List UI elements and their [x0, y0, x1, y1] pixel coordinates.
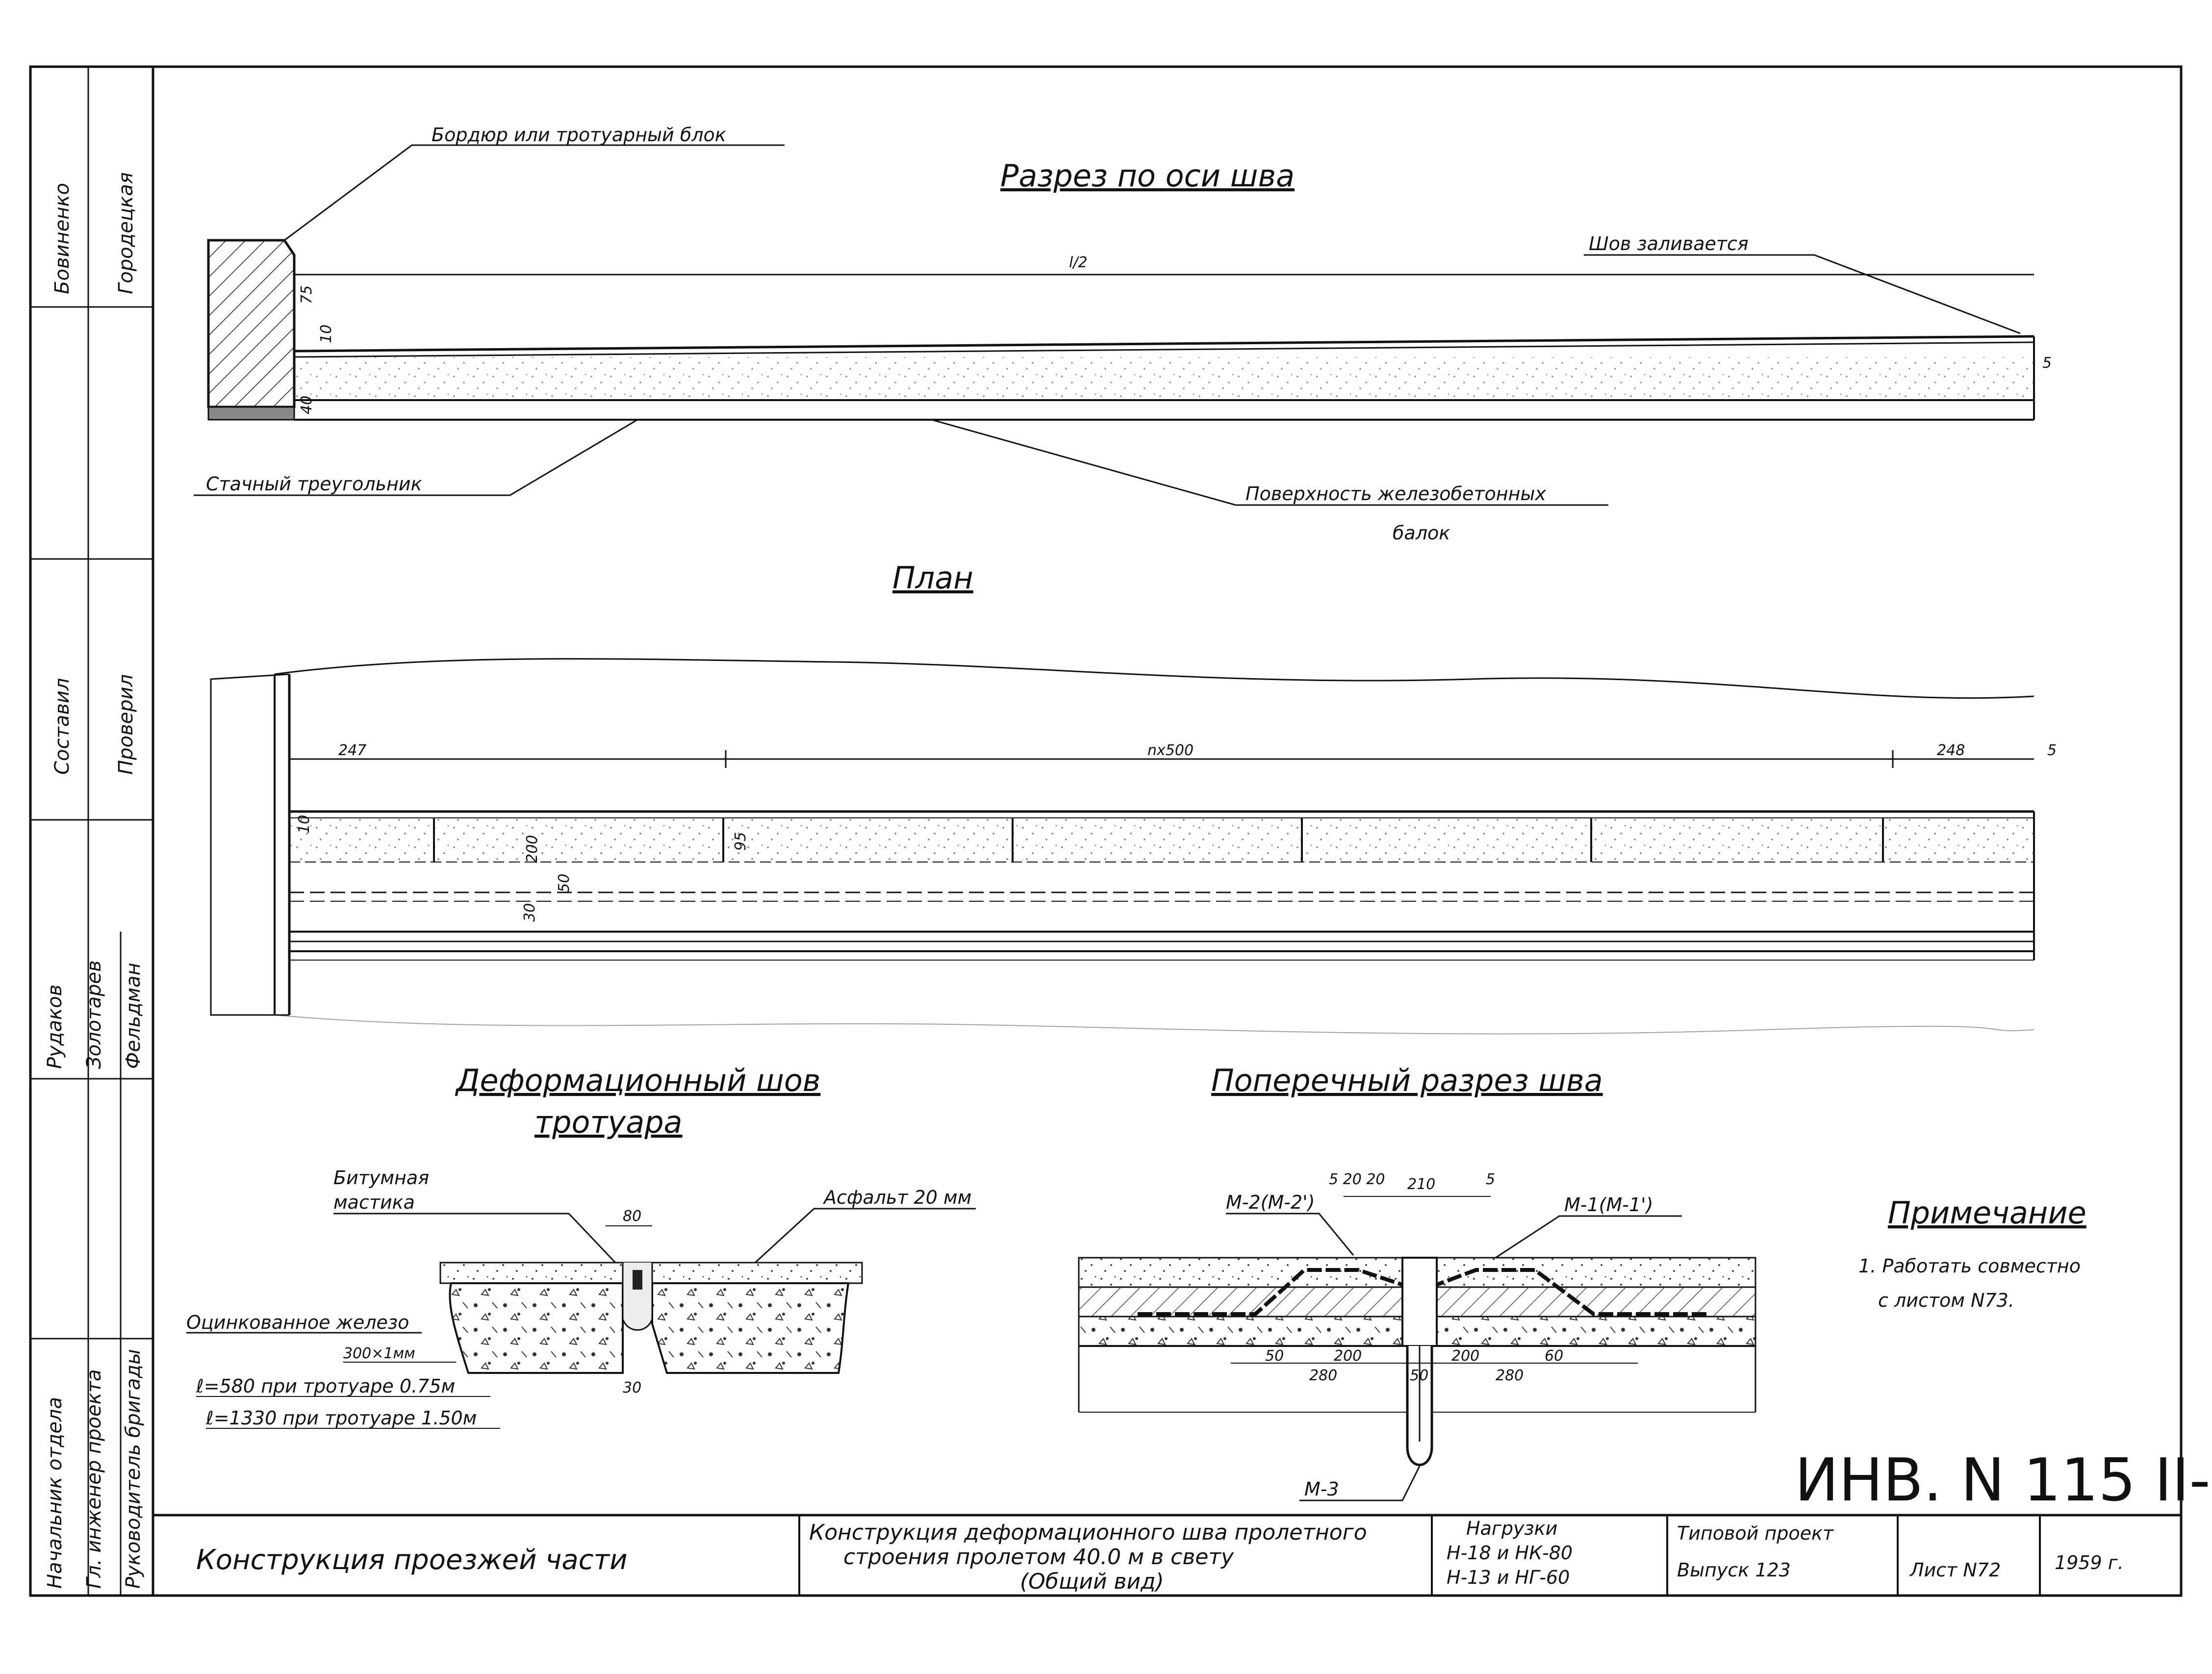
razrez-dim-40: 40	[298, 396, 315, 414]
note-title: Примечание	[1888, 1195, 2086, 1231]
stamp-loads-2: Н-18 и НК-80	[1447, 1542, 1573, 1564]
label-bitum-2: мастика	[333, 1192, 415, 1213]
side-label-10: Руководитель бригады	[122, 1349, 145, 1589]
razrez-dim-5: 5	[2042, 355, 2052, 372]
stamp-loads-1: Нагрузки	[1466, 1518, 1557, 1539]
plan-dim-200: 200	[524, 835, 541, 863]
stamp-section: Конструкция проезжей части	[196, 1544, 628, 1576]
plan-title: План	[892, 560, 973, 596]
label-l580: ℓ=580 при тротуаре 0.75м	[196, 1375, 455, 1397]
label-m2: M-2(M-2')	[1226, 1192, 1315, 1213]
side-label-7: Фельдман	[122, 963, 145, 1069]
note: Примечание 1. Работать совместно с листо…	[1858, 1195, 2086, 1311]
side-labels: Бовиненко Городецкая Составил Проверил Р…	[44, 172, 145, 1589]
side-label-5: Рудаков	[44, 985, 66, 1069]
section-poper: Поперечный разрез шва 5 20 20 210 5 M-2(…	[1078, 1063, 1756, 1501]
deform-dim-80: 80	[623, 1208, 641, 1225]
plan-dim-50: 50	[556, 874, 573, 892]
poper-dim-200a: 200	[1334, 1347, 1362, 1365]
side-label-2: Городецкая	[115, 172, 137, 294]
title-block: Конструкция проезжей части Конструкция д…	[153, 1514, 2181, 1596]
section-plan: План 247 nx500 248 5	[210, 560, 2057, 1035]
label-stochny: Стачный треугольник	[206, 473, 422, 495]
plan-dim-30: 30	[521, 903, 538, 922]
section-razrez: Разрез по оси шва Бордюр или тротуарный …	[194, 124, 2052, 544]
poper-dim-210: 210	[1407, 1176, 1435, 1193]
stamp-project-1: Типовой проект	[1677, 1522, 1834, 1544]
deform-title-1: Деформационный шов	[455, 1063, 820, 1098]
razrez-title: Разрез по оси шва	[1000, 158, 1295, 194]
note-line-2: с листом N73.	[1878, 1290, 2014, 1311]
poper-dim-280b: 280	[1496, 1367, 1524, 1384]
section-deform: Деформационный шов тротуара Битумная мас…	[186, 1063, 976, 1429]
note-line-1: 1. Работать совместно	[1858, 1255, 2081, 1277]
label-zhelezo: Оцинкованное железо	[186, 1312, 409, 1333]
label-poverkh-2: балок	[1393, 522, 1450, 544]
plan-dim-10: 10	[296, 815, 313, 834]
stamp-sheet: Лист N72	[1909, 1559, 2001, 1581]
label-m3: M-3	[1304, 1478, 1339, 1500]
curb-block	[207, 239, 296, 408]
plan-dim-5: 5	[2047, 742, 2057, 759]
side-label-8: Начальник отдела	[44, 1397, 66, 1589]
label-l1330: ℓ=1330 при тротуаре 1.50м	[205, 1407, 477, 1429]
sheet-frame	[29, 65, 2183, 1597]
label-asfalt: Асфальт 20 мм	[822, 1187, 971, 1208]
side-label-1: Бовиненко	[51, 183, 74, 294]
poper-dim-50b: 50	[1410, 1367, 1428, 1384]
stamp-title-1: Конструкция деформационного шва пролетно…	[809, 1520, 1367, 1545]
razrez-dim-l2: l/2	[1069, 254, 1088, 271]
deform-title-2: тротуара	[534, 1104, 683, 1140]
poper-title: Поперечный разрез шва	[1211, 1063, 1603, 1098]
label-bitum-1: Битумная	[333, 1167, 429, 1189]
side-label-9: Гл. инженер проекта	[83, 1369, 105, 1589]
label-bordyur: Бордюр или тротуарный блок	[432, 124, 726, 146]
razrez-dim-10: 10	[318, 325, 335, 343]
stamp-loads-3: Н-13 и НГ-60	[1447, 1567, 1570, 1588]
poper-dim-60: 60	[1545, 1347, 1563, 1365]
plan-dim-248: 248	[1937, 742, 1965, 759]
side-label-3: Составил	[51, 678, 74, 775]
poper-dim-5: 5	[1486, 1171, 1495, 1188]
plan-dim-247: 247	[338, 742, 366, 759]
stamp-title-3: (Общий вид)	[1020, 1569, 1164, 1594]
stamp-title-2: строения пролетом 40.0 м в свету	[843, 1545, 1234, 1570]
stamp-year: 1959 г.	[2055, 1552, 2124, 1573]
side-label-4: Проверил	[115, 674, 137, 775]
label-m1: M-1(M-1')	[1564, 1194, 1653, 1216]
poper-dim-50a: 50	[1265, 1347, 1284, 1365]
poper-dim-200b: 200	[1451, 1347, 1479, 1365]
poper-dim-280a: 280	[1309, 1367, 1337, 1384]
label-shov: Шов заливается	[1589, 233, 1749, 254]
plan-dim-nx500: nx500	[1147, 742, 1194, 759]
side-label-6: Золотарев	[83, 960, 105, 1069]
deform-dim-30: 30	[623, 1379, 641, 1396]
inventory-number: ИНВ. N 115 II-86	[1795, 1446, 2212, 1515]
razrez-dim-75: 75	[298, 285, 315, 304]
plan-dim-95: 95	[732, 832, 749, 851]
stamp-project-2: Выпуск 123	[1677, 1559, 1791, 1581]
poper-dim-top: 5 20 20	[1329, 1171, 1385, 1188]
label-poverkh-1: Поверхность железобетонных	[1246, 483, 1546, 505]
label-sheet: 300×1мм	[343, 1345, 415, 1362]
